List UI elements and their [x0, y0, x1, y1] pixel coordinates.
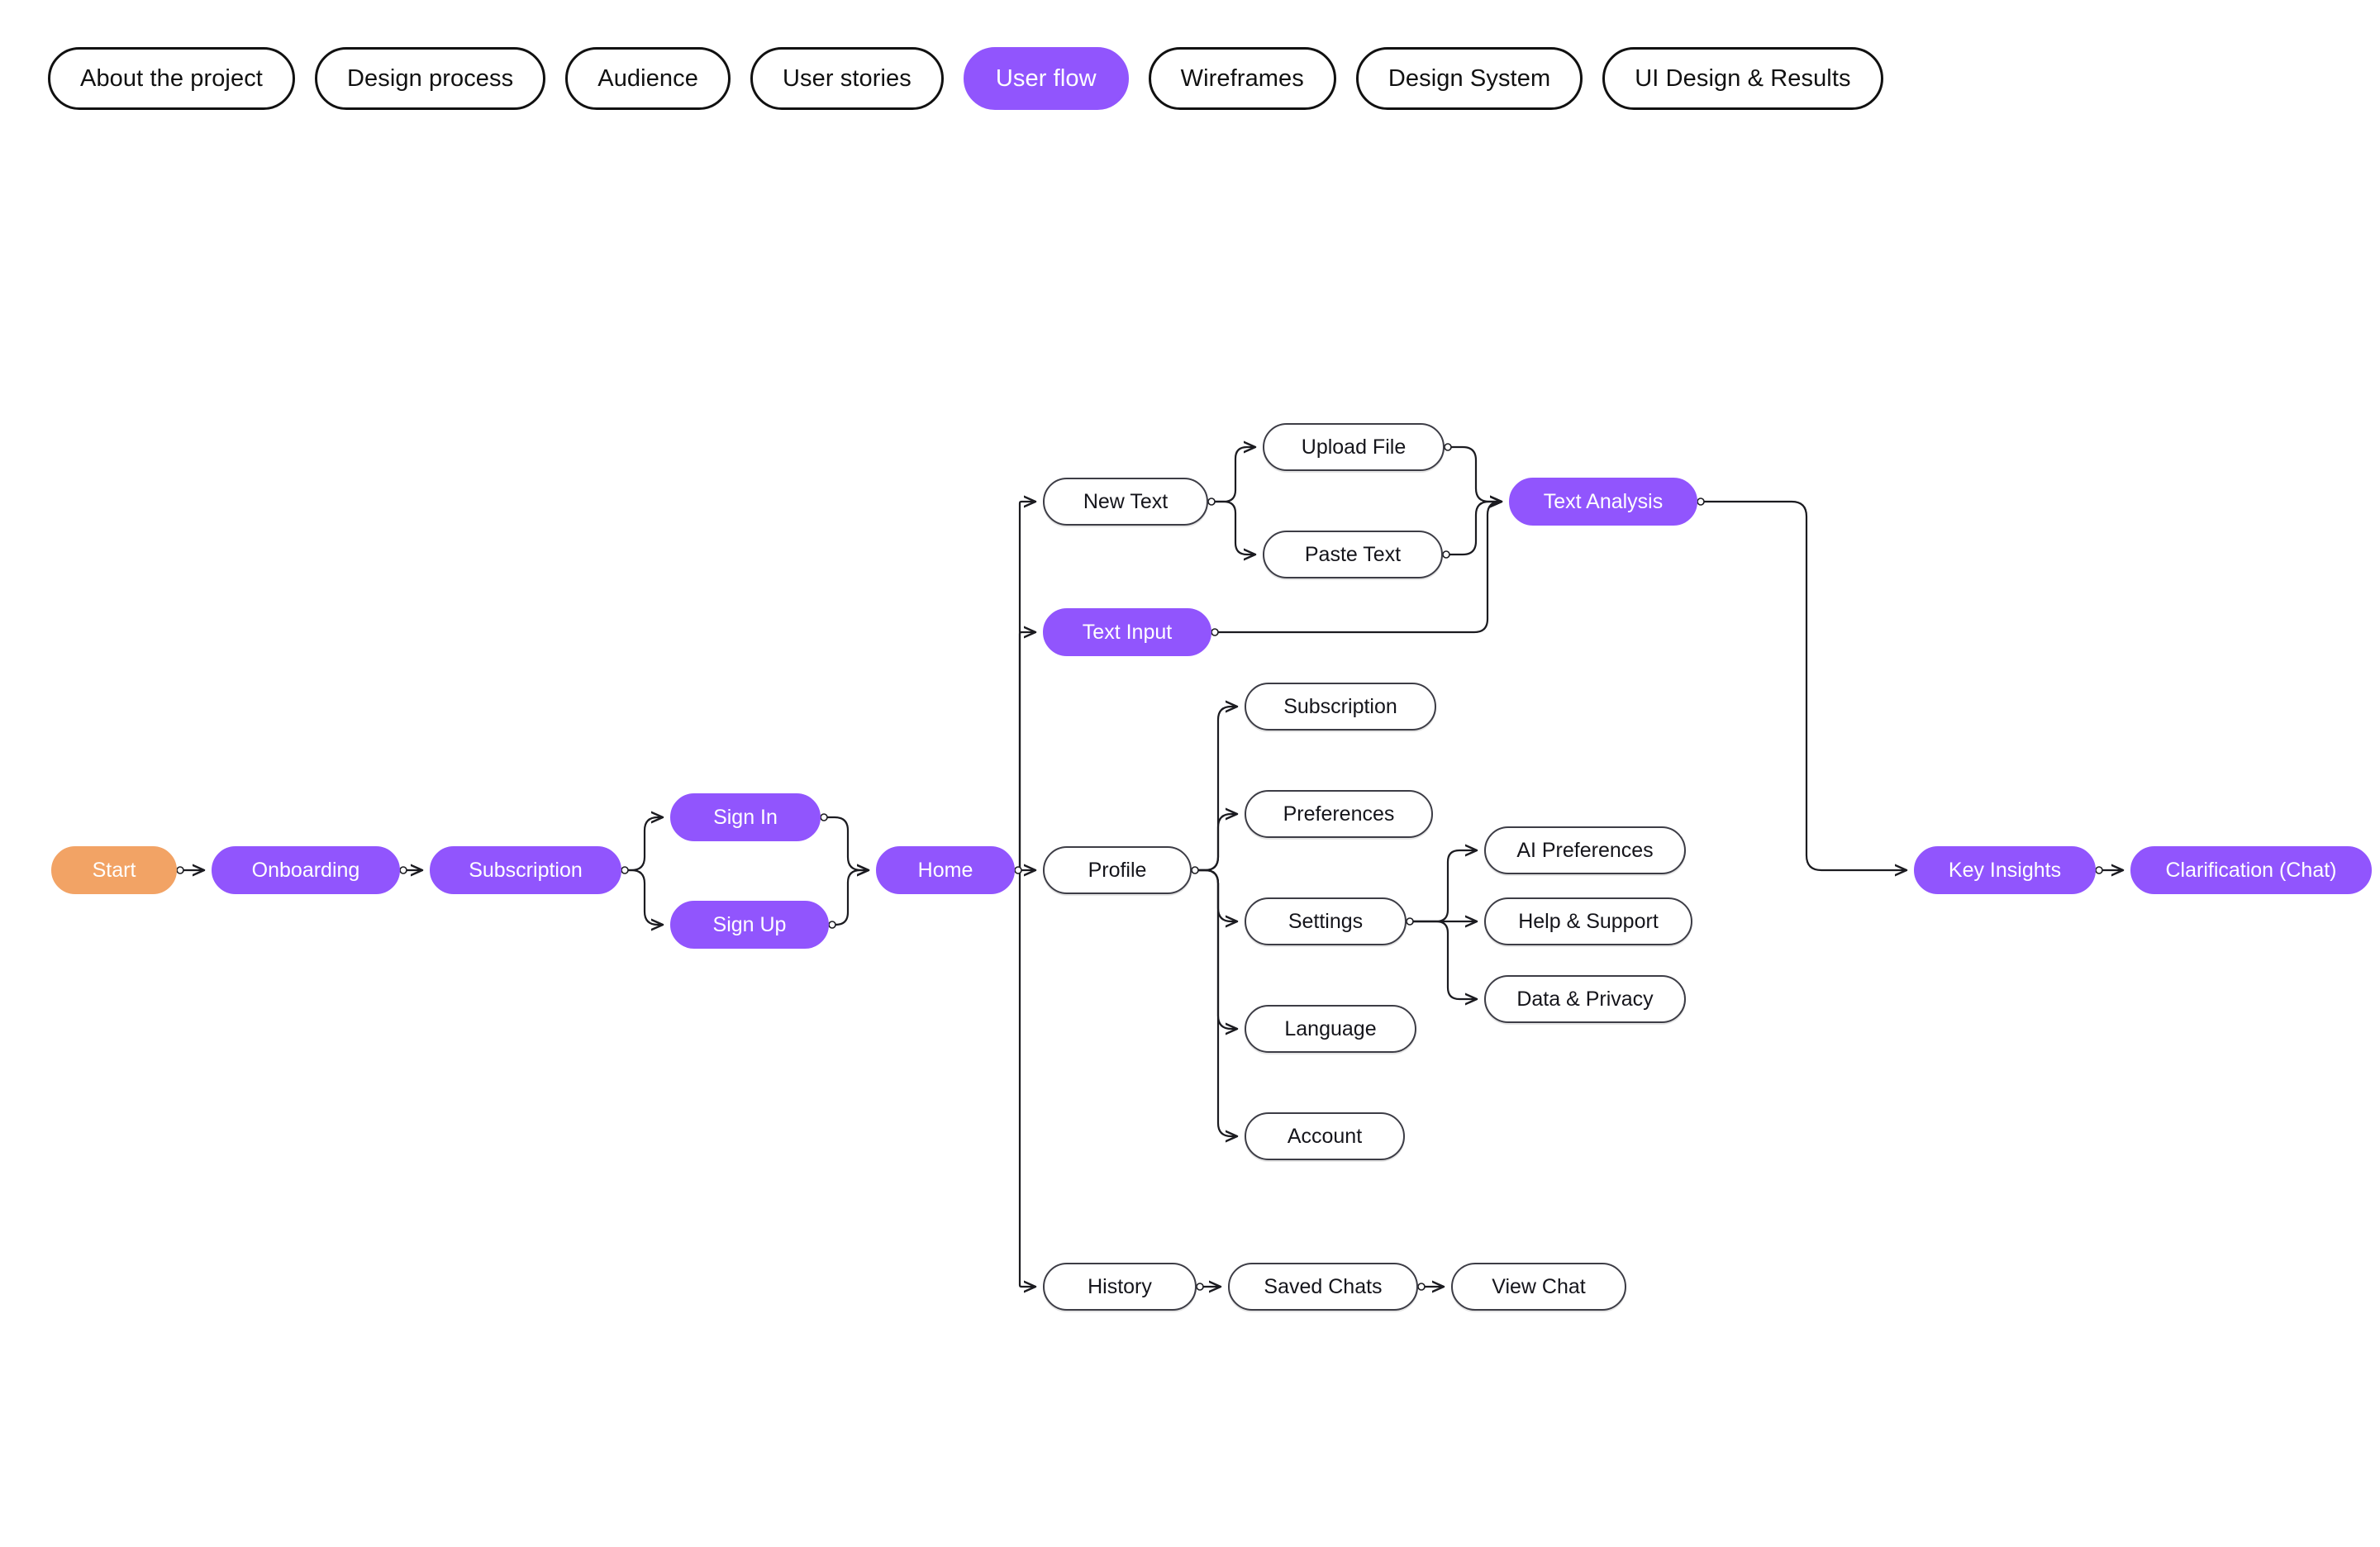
- flow-node-label: Sign Up: [712, 912, 787, 936]
- flow-node-label: Text Input: [1082, 620, 1173, 644]
- flow-node-label: Key Insights: [1948, 858, 2062, 882]
- flow-node-label: Subscription: [1283, 694, 1397, 718]
- flow-node-psub[interactable]: Subscription: [1245, 683, 1436, 731]
- flow-node-label: Settings: [1288, 909, 1364, 933]
- flow-node-label: Upload File: [1301, 435, 1407, 459]
- flow-node-language[interactable]: Language: [1245, 1005, 1416, 1053]
- flow-node-label: History: [1088, 1274, 1152, 1298]
- flow-node-home[interactable]: Home: [876, 846, 1015, 894]
- flow-node-label: Help & Support: [1518, 909, 1659, 933]
- flow-node-label: Sign In: [713, 805, 778, 829]
- flow-node-textinput[interactable]: Text Input: [1043, 608, 1211, 656]
- flow-node-signin[interactable]: Sign In: [670, 793, 821, 841]
- nav-tab-label: Design System: [1388, 64, 1551, 92]
- flow-node-keyinsights[interactable]: Key Insights: [1914, 846, 2096, 894]
- flow-node-clarification[interactable]: Clarification (Chat): [2130, 846, 2372, 894]
- flow-node-label: Start: [92, 858, 136, 882]
- flow-node-label: Saved Chats: [1264, 1274, 1383, 1298]
- nav-tab-user-flow[interactable]: User flow: [963, 47, 1129, 110]
- flow-node-settings[interactable]: Settings: [1245, 897, 1407, 945]
- flow-node-pref[interactable]: Preferences: [1245, 790, 1433, 838]
- flow-node-start[interactable]: Start: [51, 846, 177, 894]
- flow-node-uploadfile[interactable]: Upload File: [1263, 423, 1445, 471]
- flow-node-savedchats[interactable]: Saved Chats: [1228, 1263, 1418, 1311]
- flow-node-history[interactable]: History: [1043, 1263, 1197, 1311]
- nav-tab-design-process[interactable]: Design process: [314, 47, 546, 110]
- flow-node-account[interactable]: Account: [1245, 1112, 1405, 1160]
- flow-node-label: AI Preferences: [1516, 838, 1654, 862]
- flow-node-onboarding[interactable]: Onboarding: [212, 846, 400, 894]
- flow-node-label: Clarification (Chat): [2165, 858, 2337, 882]
- flow-node-label: Language: [1284, 1016, 1377, 1040]
- flow-node-helpsupport[interactable]: Help & Support: [1484, 897, 1692, 945]
- flow-node-label: Account: [1287, 1124, 1363, 1148]
- nav-tab-label: About the project: [80, 64, 263, 92]
- flow-node-pastetext[interactable]: Paste Text: [1263, 531, 1443, 578]
- nav-tab-design-system[interactable]: Design System: [1355, 47, 1583, 110]
- flow-node-label: Home: [917, 858, 973, 882]
- nav-tab-ui-design-results[interactable]: UI Design & Results: [1602, 47, 1883, 110]
- flow-node-label: New Text: [1083, 489, 1169, 513]
- nav-tab-label: Audience: [597, 64, 698, 92]
- nav-tab-label: UI Design & Results: [1635, 64, 1851, 92]
- nav-tab-about-the-project[interactable]: About the project: [48, 47, 295, 110]
- section-nav: About the project Design process Audience U…: [0, 0, 2380, 157]
- flow-node-newtext[interactable]: New Text: [1043, 478, 1208, 526]
- flow-node-textanalysis[interactable]: Text Analysis: [1509, 478, 1697, 526]
- nav-tab-label: User stories: [782, 64, 912, 92]
- flow-node-label: Preferences: [1283, 802, 1395, 826]
- flow-node-label: Profile: [1088, 858, 1147, 882]
- nav-tab-label: User flow: [995, 64, 1097, 92]
- flow-node-label: Data & Privacy: [1516, 987, 1654, 1011]
- nav-tab-label: Design process: [346, 64, 514, 92]
- nav-tab-user-stories[interactable]: User stories: [750, 47, 944, 110]
- flow-node-label: Subscription: [469, 858, 583, 882]
- nav-tab-wireframes[interactable]: Wireframes: [1148, 47, 1336, 110]
- flow-node-aiprefs[interactable]: AI Preferences: [1484, 826, 1686, 874]
- flow-node-viewchat[interactable]: View Chat: [1451, 1263, 1626, 1311]
- nav-tab-audience[interactable]: Audience: [565, 47, 731, 110]
- flow-node-dataprivacy[interactable]: Data & Privacy: [1484, 975, 1686, 1023]
- flow-node-label: Text Analysis: [1543, 489, 1664, 513]
- flow-node-label: Paste Text: [1304, 542, 1402, 566]
- flow-node-subscription[interactable]: Subscription: [430, 846, 621, 894]
- flow-node-label: View Chat: [1492, 1274, 1586, 1298]
- flow-node-label: Onboarding: [251, 858, 360, 882]
- flow-node-signup[interactable]: Sign Up: [670, 901, 829, 949]
- flow-node-profile[interactable]: Profile: [1043, 846, 1192, 894]
- nav-tab-label: Wireframes: [1180, 64, 1304, 92]
